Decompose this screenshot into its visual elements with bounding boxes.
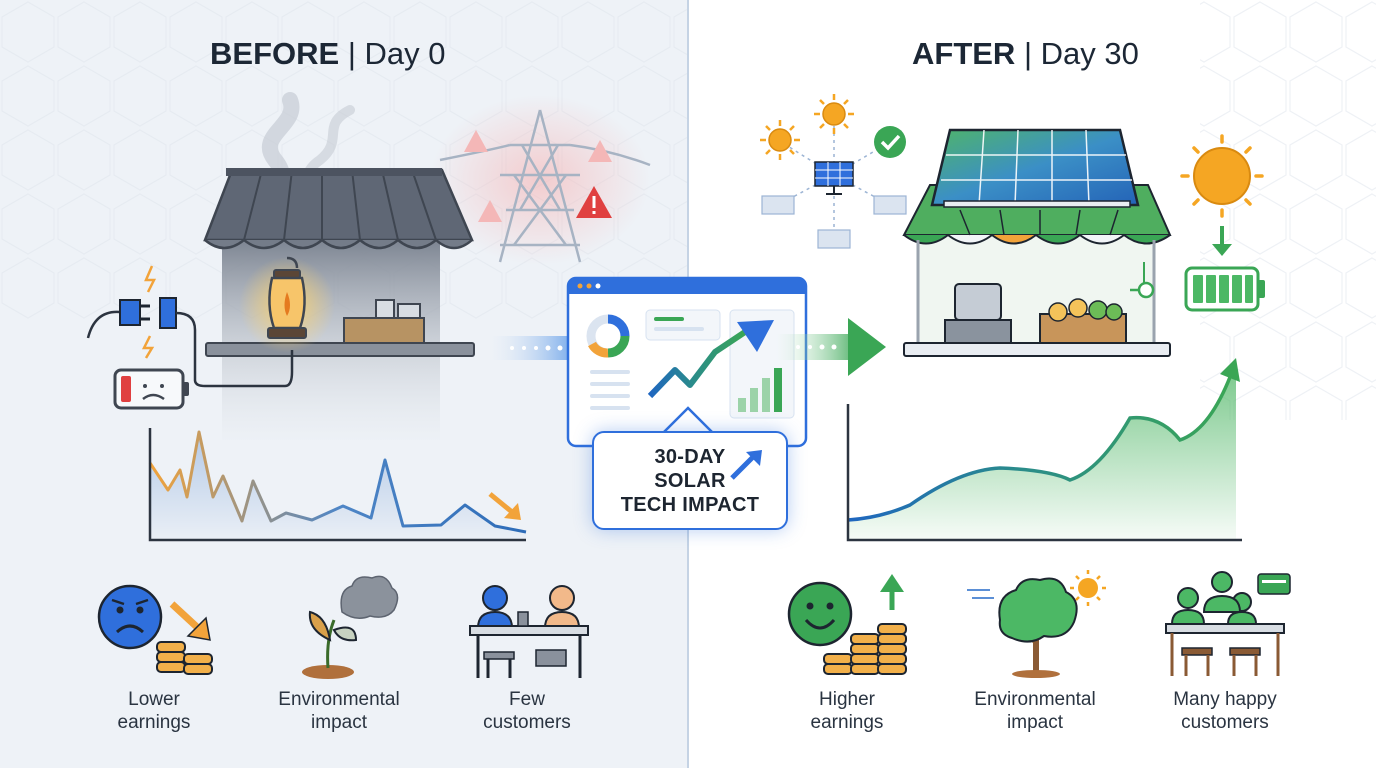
wilted-plant-icon — [302, 575, 399, 679]
impact-badge-line3: TECH IMPACT — [620, 494, 760, 516]
caption-environmental-impact-before: Environmental impact — [244, 688, 434, 734]
caption-many-happy-customers: Many happy customers — [1130, 688, 1320, 734]
lantern-icon — [239, 256, 335, 353]
big-sun-icon — [1180, 134, 1264, 256]
coins-stack-icon — [823, 574, 907, 675]
flow-arrow-out — [776, 318, 886, 376]
after-shop — [902, 128, 1172, 357]
tree-icon — [967, 570, 1106, 678]
impact-badge: 30-DAY SOLAR TECH IMPACT — [592, 431, 788, 530]
after-title-strong: AFTER — [912, 36, 1016, 71]
after-title: AFTER | Day 30 — [912, 36, 1139, 72]
solar-panel-icon — [761, 161, 907, 249]
before-title-rest: | Day 0 — [347, 36, 446, 71]
flow-arrow-in — [490, 336, 572, 360]
before-title: BEFORE | Day 0 — [210, 36, 445, 72]
power-tower-icon — [430, 95, 651, 265]
after-trend-chart — [846, 358, 1242, 542]
caption-line: customers — [1181, 712, 1269, 733]
caption-environmental-impact-after: Environmental impact — [940, 688, 1130, 734]
happy-face-icon — [787, 581, 853, 647]
dashboard-window — [566, 276, 808, 448]
battery-full-icon — [1130, 262, 1265, 312]
caption-line: impact — [311, 712, 367, 733]
caption-line: customers — [483, 712, 571, 733]
before-trend-chart — [148, 428, 527, 542]
caption-line: earnings — [117, 712, 191, 733]
warning-icon — [464, 130, 612, 222]
caption-lower-earnings: Lower earnings — [59, 688, 249, 734]
caption-higher-earnings: Higher earnings — [752, 688, 942, 734]
sad-face-icon — [97, 584, 163, 650]
happy-people-icon — [1165, 571, 1291, 676]
low-battery-icon — [113, 368, 189, 410]
caption-few-customers: Few customers — [432, 688, 622, 734]
caption-line: Higher — [819, 689, 875, 710]
people-icon — [469, 585, 589, 678]
caption-line: Lower — [128, 689, 180, 710]
caption-line: Environmental — [974, 689, 1096, 710]
after-title-rest: | Day 30 — [1023, 36, 1139, 71]
trend-up-icon — [730, 450, 762, 480]
check-icon — [874, 126, 906, 158]
impact-badge-line2: SOLAR — [654, 470, 726, 492]
caption-line: earnings — [810, 712, 884, 733]
coins-icon — [156, 601, 213, 675]
caption-line: Many happy — [1173, 689, 1277, 710]
before-shop — [203, 168, 475, 440]
caption-line: impact — [1007, 712, 1063, 733]
sun-icon — [760, 94, 854, 160]
caption-line: Few — [509, 689, 545, 710]
before-title-strong: BEFORE — [210, 36, 340, 71]
impact-badge-line1: 30-DAY — [654, 446, 726, 468]
caption-line: Environmental — [278, 689, 400, 710]
power-plug-icon — [86, 265, 294, 388]
